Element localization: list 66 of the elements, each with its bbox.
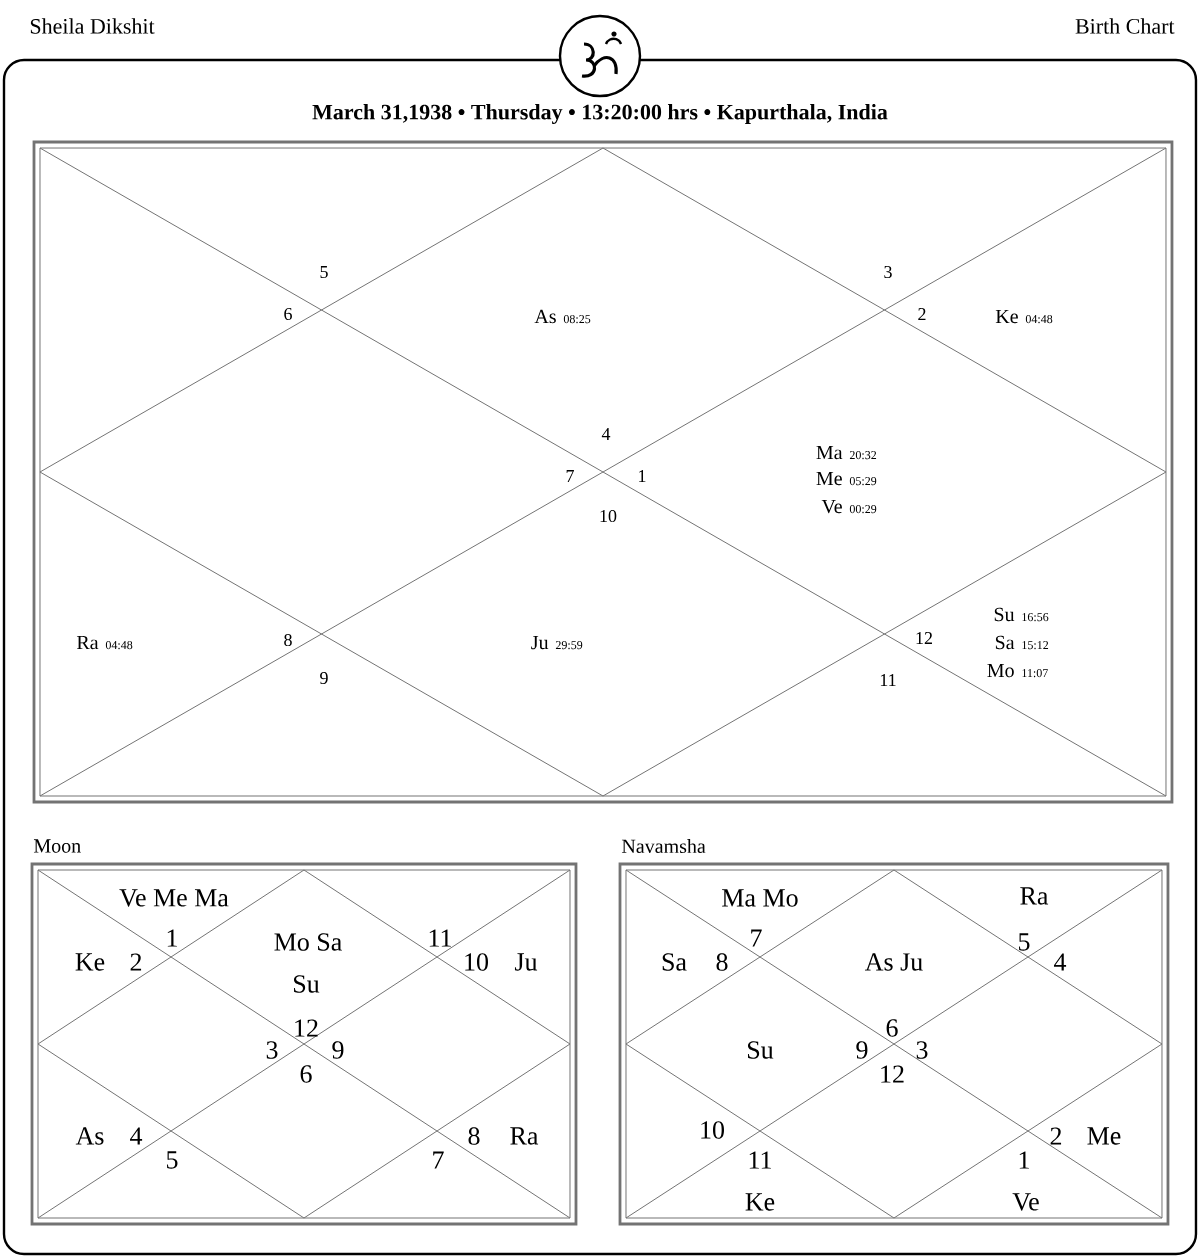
planet-names: Mo Sa bbox=[274, 933, 342, 951]
planet-names: Sa bbox=[662, 953, 687, 971]
house-number: 12 bbox=[295, 1019, 318, 1037]
house-number: 5 bbox=[1019, 933, 1030, 951]
planet-name: Ke bbox=[995, 309, 1018, 324]
house-number: 8 bbox=[716, 953, 728, 971]
planet-names: Ju bbox=[514, 953, 538, 971]
house-number: 10 bbox=[465, 953, 488, 971]
house-number: 3 bbox=[266, 1041, 278, 1059]
house-number: 7 bbox=[433, 1151, 444, 1169]
planet-name: Mo bbox=[987, 663, 1014, 678]
planet-name: Ra bbox=[76, 635, 99, 650]
planet-names: Ra bbox=[510, 1127, 539, 1145]
house-number: 4 bbox=[601, 428, 611, 440]
house-number: 2 bbox=[1050, 1127, 1062, 1145]
planet-names: Ke bbox=[745, 1193, 775, 1211]
house-number: 8 bbox=[284, 633, 292, 647]
house-number: 5 bbox=[320, 266, 328, 278]
house-number: 4 bbox=[1054, 953, 1067, 971]
house-number: 6 bbox=[886, 1019, 898, 1037]
house-number: 11 bbox=[749, 1151, 771, 1169]
heading: Birth Chart bbox=[1075, 18, 1175, 34]
house-number: 2 bbox=[918, 308, 926, 320]
house-number: 12 bbox=[881, 1065, 904, 1083]
planet-name: Sa bbox=[995, 635, 1015, 650]
house-number: 1 bbox=[1019, 1151, 1029, 1169]
planet-name: Ma bbox=[816, 445, 843, 460]
house-number: 9 bbox=[332, 1041, 344, 1059]
house-number: 10 bbox=[701, 1121, 724, 1139]
house-number: 12 bbox=[916, 632, 932, 644]
planet-names: Ra bbox=[1020, 887, 1049, 905]
planet-names: Ve Me Ma bbox=[119, 889, 229, 907]
planet-name: Su bbox=[994, 607, 1015, 622]
house-number: 1 bbox=[639, 470, 646, 482]
planet-name: Ve bbox=[821, 499, 842, 514]
heading: Sheila Dikshit bbox=[30, 18, 155, 34]
house-number: 2 bbox=[130, 953, 142, 971]
planet-names: Ke bbox=[75, 953, 105, 971]
planet-names: Me bbox=[1087, 1127, 1121, 1145]
planet-names: Su bbox=[294, 975, 320, 993]
heading: Navamsha bbox=[621, 838, 706, 854]
house-number: 10 bbox=[600, 509, 617, 523]
house-number: 1 bbox=[167, 929, 177, 947]
house-number: 6 bbox=[284, 307, 292, 321]
house-number: 8 bbox=[468, 1127, 480, 1145]
planet-names: Ve bbox=[1012, 1193, 1039, 1211]
planet-name: As bbox=[534, 309, 556, 324]
house-number: 11 bbox=[880, 674, 896, 686]
planet-names: Ma Mo bbox=[722, 889, 798, 907]
planet-name: Me bbox=[816, 471, 842, 486]
heading: Moon bbox=[33, 839, 81, 853]
house-number: 3 bbox=[916, 1041, 928, 1059]
planet-name: Ju bbox=[531, 635, 549, 650]
planet-names: As bbox=[75, 1127, 104, 1145]
planet-names: Su bbox=[748, 1041, 774, 1059]
house-number: 7 bbox=[566, 470, 574, 482]
house-number: 3 bbox=[884, 265, 892, 279]
house-number: 9 bbox=[856, 1041, 868, 1059]
house-number: 6 bbox=[300, 1065, 312, 1083]
planet-names: As Ju bbox=[865, 953, 923, 971]
birth-details: March 31,1938 • Thursday • 13:20:00 hrs • Kapurthala, India bbox=[312, 104, 888, 124]
house-number: 9 bbox=[320, 671, 328, 685]
house-number: 11 bbox=[429, 929, 451, 947]
house-number: 5 bbox=[167, 1151, 178, 1169]
house-number: 4 bbox=[130, 1127, 143, 1145]
house-number: 7 bbox=[751, 929, 762, 947]
